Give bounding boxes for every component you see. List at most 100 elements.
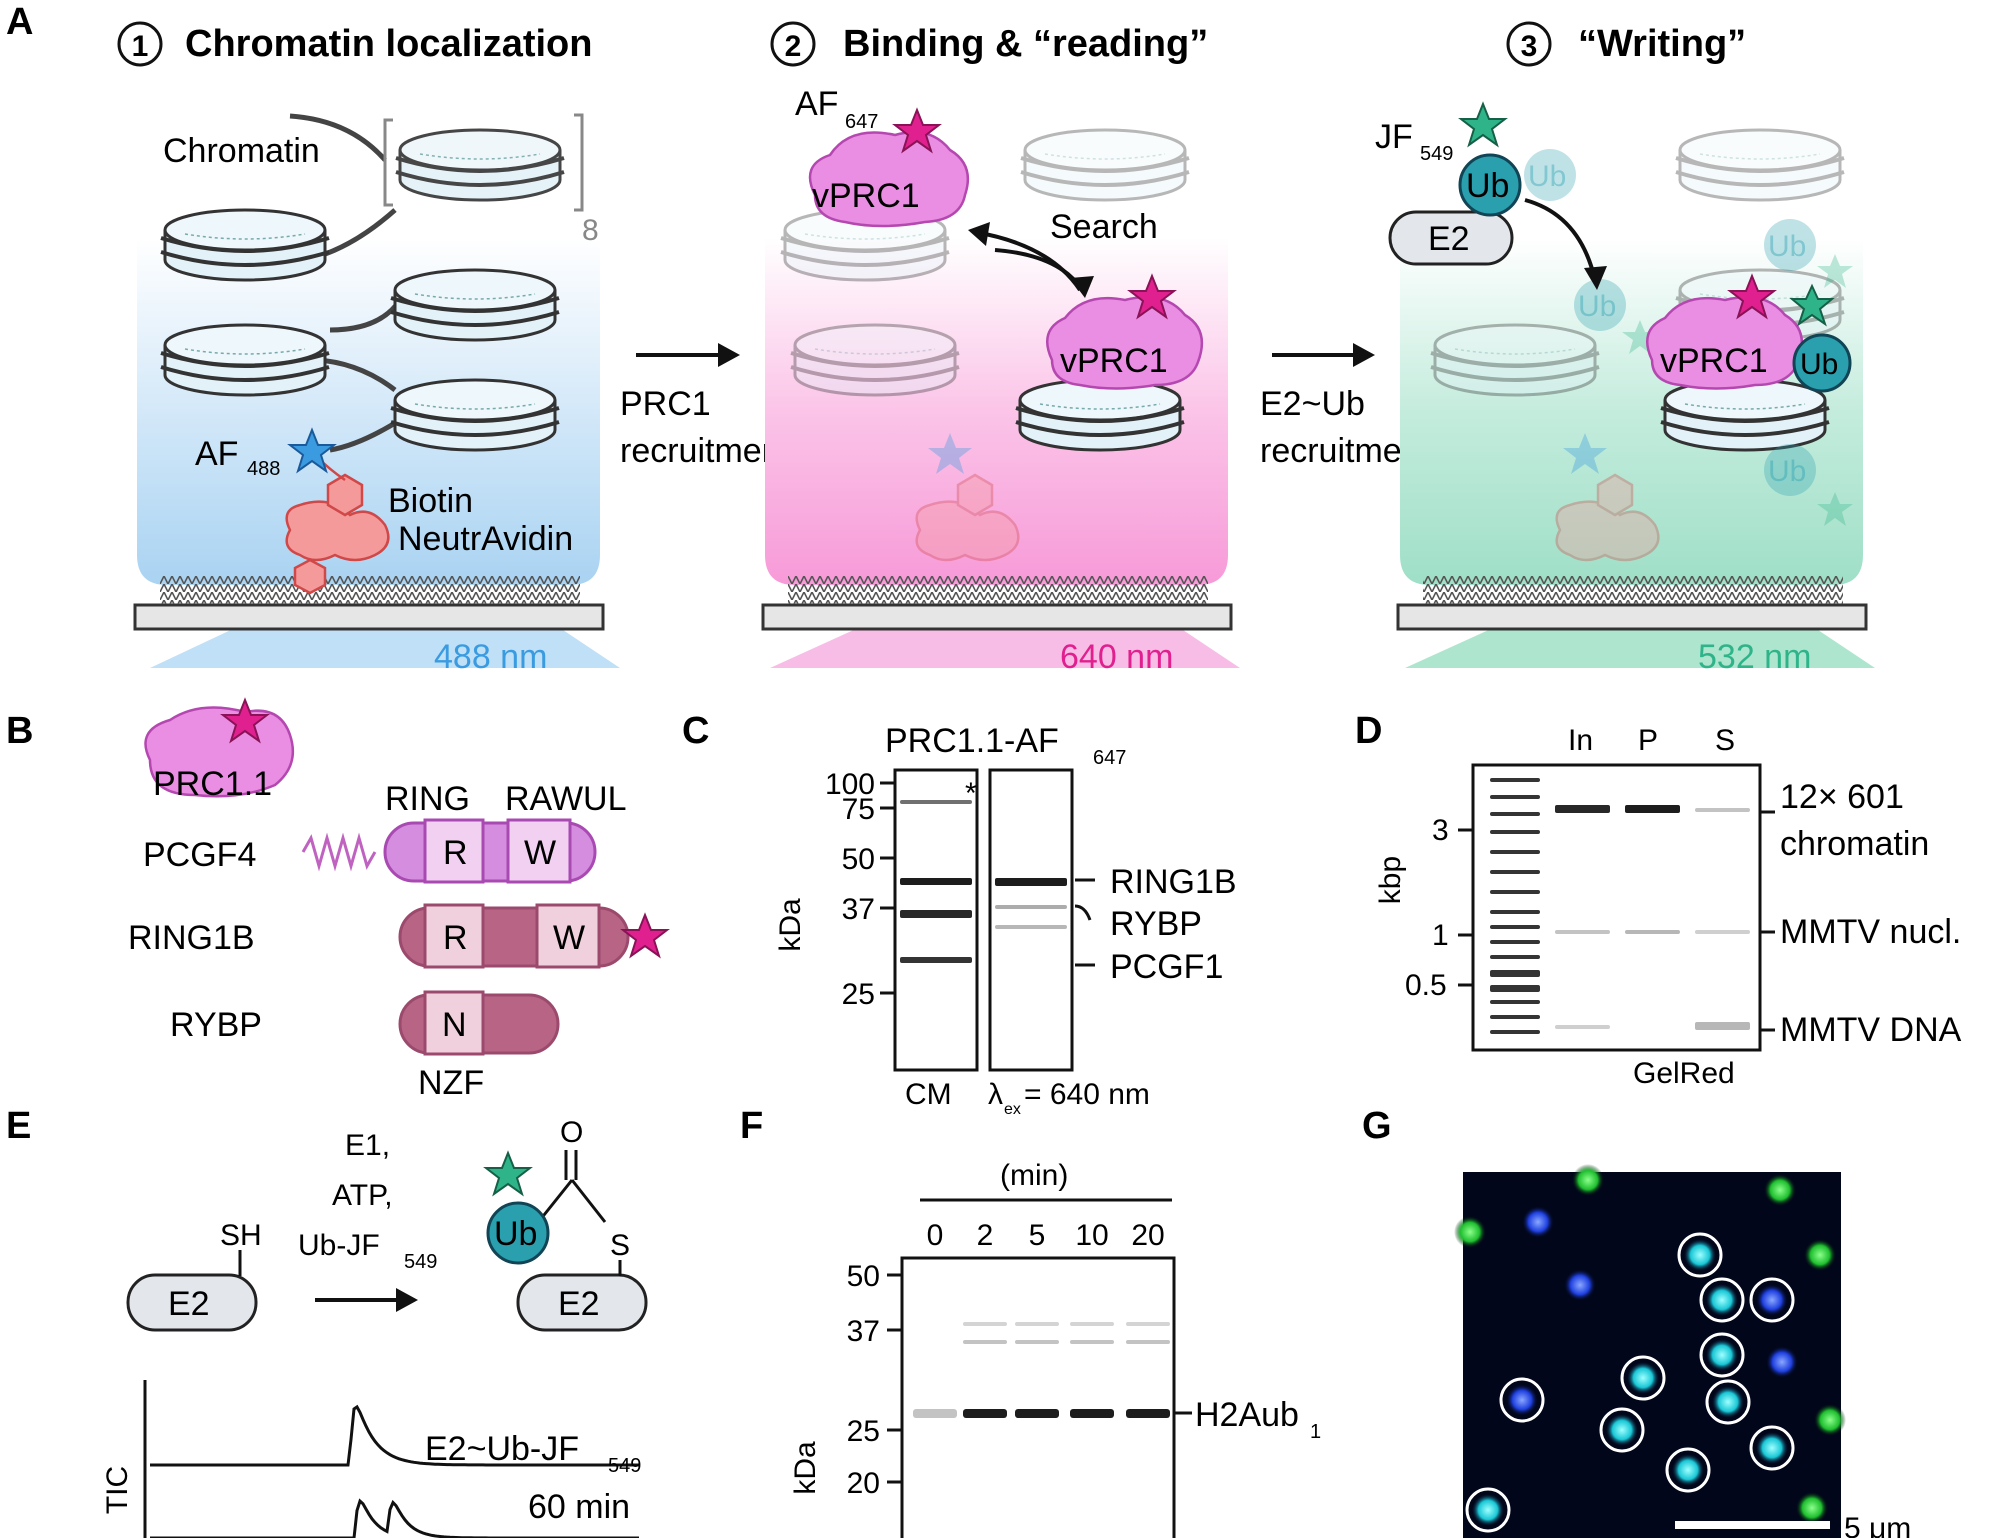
gel-d-band-3 (1555, 930, 1610, 934)
slide-surface-2 (761, 603, 1233, 631)
gel-d-ladder-band-13 (1490, 1000, 1540, 1004)
nucleosome-1d (389, 378, 561, 452)
o-label: O (560, 1116, 583, 1149)
reagent-ub-jf: Ub-JF (298, 1229, 380, 1262)
step-2-number: 2 (785, 30, 802, 63)
gel-f-band-top-1 (963, 1322, 1007, 1326)
jf549-subscript: 549 (1420, 143, 1453, 165)
pcgf4-disordered-linker (301, 832, 377, 872)
jf549-star-icon (1458, 101, 1508, 148)
microscopy-spot-11 (1454, 1216, 1486, 1248)
gel-d-ladder-band-5 (1490, 870, 1540, 874)
colocalization-circle-6 (1705, 1379, 1751, 1425)
vprc1-free-label: vPRC1 (812, 177, 920, 215)
rybp-domain-n-label: N (442, 1006, 467, 1044)
band-tick-rybp (1074, 904, 1092, 921)
gel-c-band-cm-2 (900, 910, 972, 918)
wavelength-640: 640 nm (1060, 638, 1173, 676)
s-label: S (610, 1229, 630, 1262)
ub-conjugated-sphere (1792, 333, 1852, 393)
gel-c-lane-cm (893, 768, 979, 1072)
step-2-title: Binding & “reading” (843, 23, 1208, 65)
arrowhead-2 (1353, 343, 1375, 367)
vprc1-bound-blob (1046, 295, 1204, 390)
colocalization-circle-10 (1465, 1487, 1511, 1533)
rybp-domain-n (423, 990, 485, 1056)
nucleosome-1a (159, 208, 331, 282)
e2-free-label: E2 (168, 1285, 210, 1323)
gel-d-band-0 (1555, 805, 1610, 813)
microscopy-spot-9 (1672, 1454, 1704, 1486)
microscopy-spot-1 (1706, 1284, 1738, 1316)
arrow2-label-line1: E2~Ub (1260, 385, 1365, 423)
gel-f-frame (900, 1256, 1176, 1538)
faded-ub-label-3: Ub (1578, 290, 1616, 323)
gel-c-marker-50: 50 (842, 843, 875, 876)
gel-f-band-upper-1 (963, 1340, 1007, 1344)
panel-label-b: B (6, 710, 33, 752)
gel-c-asterisk: * (965, 777, 977, 810)
gel-c-band-cm-3 (900, 957, 972, 963)
nzf-label: NZF (418, 1064, 484, 1102)
reagent-e1: E1, (345, 1129, 390, 1162)
gel-d-ladder-band-10 (1490, 955, 1540, 959)
reagent-atp: ATP, (332, 1179, 393, 1212)
step-3-header: 3 “Writing” (1506, 21, 1746, 67)
jf549-label: JF (1375, 118, 1413, 156)
microscopy-spot-5 (1506, 1384, 1538, 1416)
gel-f-band-h2aub-1 (963, 1409, 1007, 1418)
peg-brush-3 (1423, 576, 1843, 604)
af647-star-icon (892, 107, 942, 154)
colocalization-circle-0 (1677, 1232, 1723, 1278)
gel-d-ladder-band-7 (1490, 910, 1540, 914)
microscopy-spot-6 (1712, 1386, 1744, 1418)
ring1b-domain-w-label: W (553, 919, 585, 957)
gel-d-band-5 (1695, 930, 1750, 934)
gel-f-marker-50: 50 (847, 1260, 880, 1293)
gel-f-band-h2aub-3 (1070, 1409, 1114, 1418)
panel-label-g: G (1362, 1105, 1392, 1147)
nucleosome-1b (389, 268, 561, 342)
band-label-ring1b: RING1B (1110, 863, 1237, 901)
nucleosome-1c (159, 323, 331, 397)
gel-c-band-fluor-1 (995, 905, 1067, 909)
pcgf4-domain-r-label: R (443, 834, 468, 872)
pcgf4-domain-w-label: W (524, 834, 556, 872)
domain-header-ring: RING (385, 780, 470, 818)
prc11-label: PRC1.1 (153, 765, 272, 803)
gel-d-marker-3: 3 (1432, 814, 1449, 847)
microscopy-spot-13 (1572, 1164, 1604, 1196)
ub-sphere (1458, 153, 1522, 217)
colocalization-circle-9 (1665, 1447, 1711, 1493)
gel-f-lane-20: 20 (1131, 1219, 1164, 1252)
colocalization-circle-7 (1599, 1407, 1645, 1453)
slide-surface-3 (1396, 603, 1868, 631)
gel-f-marker-37: 37 (847, 1315, 880, 1348)
gel-d-right-label-chromatin-2: chromatin (1780, 825, 1929, 863)
gel-d-ladder-band-4 (1490, 850, 1540, 854)
tic-trace1-subscript: 549 (608, 1455, 641, 1477)
tirf-beam-488 (150, 628, 620, 668)
panel-label-e: E (6, 1105, 31, 1147)
neutravidin-blob (285, 454, 390, 595)
gel-d-band-1 (1625, 805, 1680, 813)
step-1-number: 1 (132, 30, 149, 63)
gel-f-band-upper-4 (1126, 1340, 1170, 1344)
gel-f-lane-2: 2 (977, 1219, 994, 1252)
gel-c-band-cm-1 (900, 878, 972, 885)
colocalization-circle-4 (1620, 1355, 1666, 1401)
e2-pill (1388, 210, 1514, 266)
gel-c-caption-cm: CM (905, 1078, 952, 1111)
sh-label: SH (220, 1219, 262, 1252)
gel-d-frame (1471, 763, 1762, 1052)
gel-f-band-top-2 (1015, 1322, 1059, 1326)
microscopy-spot-2 (1756, 1284, 1788, 1316)
af488-star-icon (287, 427, 337, 474)
gel-f-band-h2aub-2 (1015, 1409, 1059, 1418)
nucleosome-3d (1659, 378, 1831, 452)
microscopy-spot-14 (1764, 1174, 1796, 1206)
e2-free-pill (126, 1273, 258, 1332)
ring1b-star-icon (620, 912, 670, 959)
